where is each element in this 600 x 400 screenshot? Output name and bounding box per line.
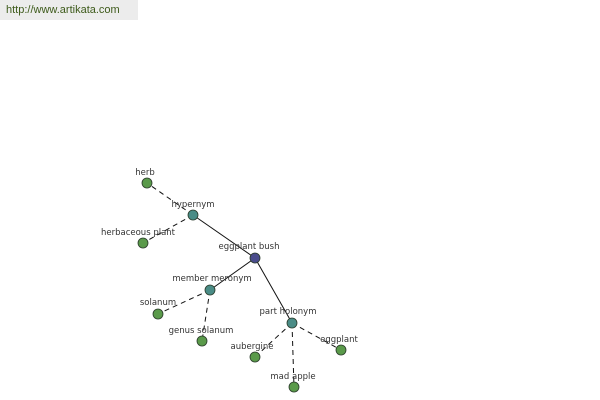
node-label-hypernym: hypernym xyxy=(171,200,214,210)
node-label-genus-solanum: genus solanum xyxy=(169,326,234,336)
node-mad-apple[interactable] xyxy=(288,381,300,393)
edge-hypernym-to-herbaceous-plant xyxy=(142,214,194,244)
edge-eggplant-bush-to-part-holonym xyxy=(254,257,293,324)
nodes-layer xyxy=(137,177,347,393)
node-label-solanum: solanum xyxy=(140,298,176,308)
node-solanum[interactable] xyxy=(152,308,164,320)
node-label-herb: herb xyxy=(135,168,155,178)
node-label-eggplant: eggplant xyxy=(320,335,358,345)
node-genus-solanum[interactable] xyxy=(196,335,208,347)
edges-layer xyxy=(142,182,342,388)
node-member-meronym[interactable] xyxy=(204,284,216,296)
edge-part-holonym-to-eggplant xyxy=(291,322,342,351)
node-aubergine[interactable] xyxy=(249,351,261,363)
node-herbaceous-plant[interactable] xyxy=(137,237,149,249)
node-part-holonym[interactable] xyxy=(286,317,298,329)
node-label-aubergine: aubergine xyxy=(231,342,274,352)
source-url-link[interactable]: http://www.artikata.com xyxy=(0,0,138,20)
edge-member-meronym-to-solanum xyxy=(157,289,211,315)
node-eggplant-bush[interactable] xyxy=(249,252,261,264)
node-herb[interactable] xyxy=(141,177,153,189)
edge-eggplant-bush-to-hypernym xyxy=(192,214,256,259)
edge-part-holonym-to-mad-apple xyxy=(291,322,295,388)
node-label-mad-apple: mad apple xyxy=(270,372,315,382)
node-label-eggplant-bush: eggplant bush xyxy=(218,242,279,252)
node-eggplant[interactable] xyxy=(335,344,347,356)
node-label-member-meronym: member meronym xyxy=(172,274,251,284)
edge-eggplant-bush-to-member-meronym xyxy=(209,257,256,291)
node-label-herbaceous-plant: herbaceous plant xyxy=(101,228,176,238)
node-label-part-holonym: part holonym xyxy=(260,307,317,317)
node-hypernym[interactable] xyxy=(187,209,199,221)
labels-layer: eggplant bush hypernym member meronym part … xyxy=(101,168,359,382)
edge-hypernym-to-herb xyxy=(146,182,194,216)
